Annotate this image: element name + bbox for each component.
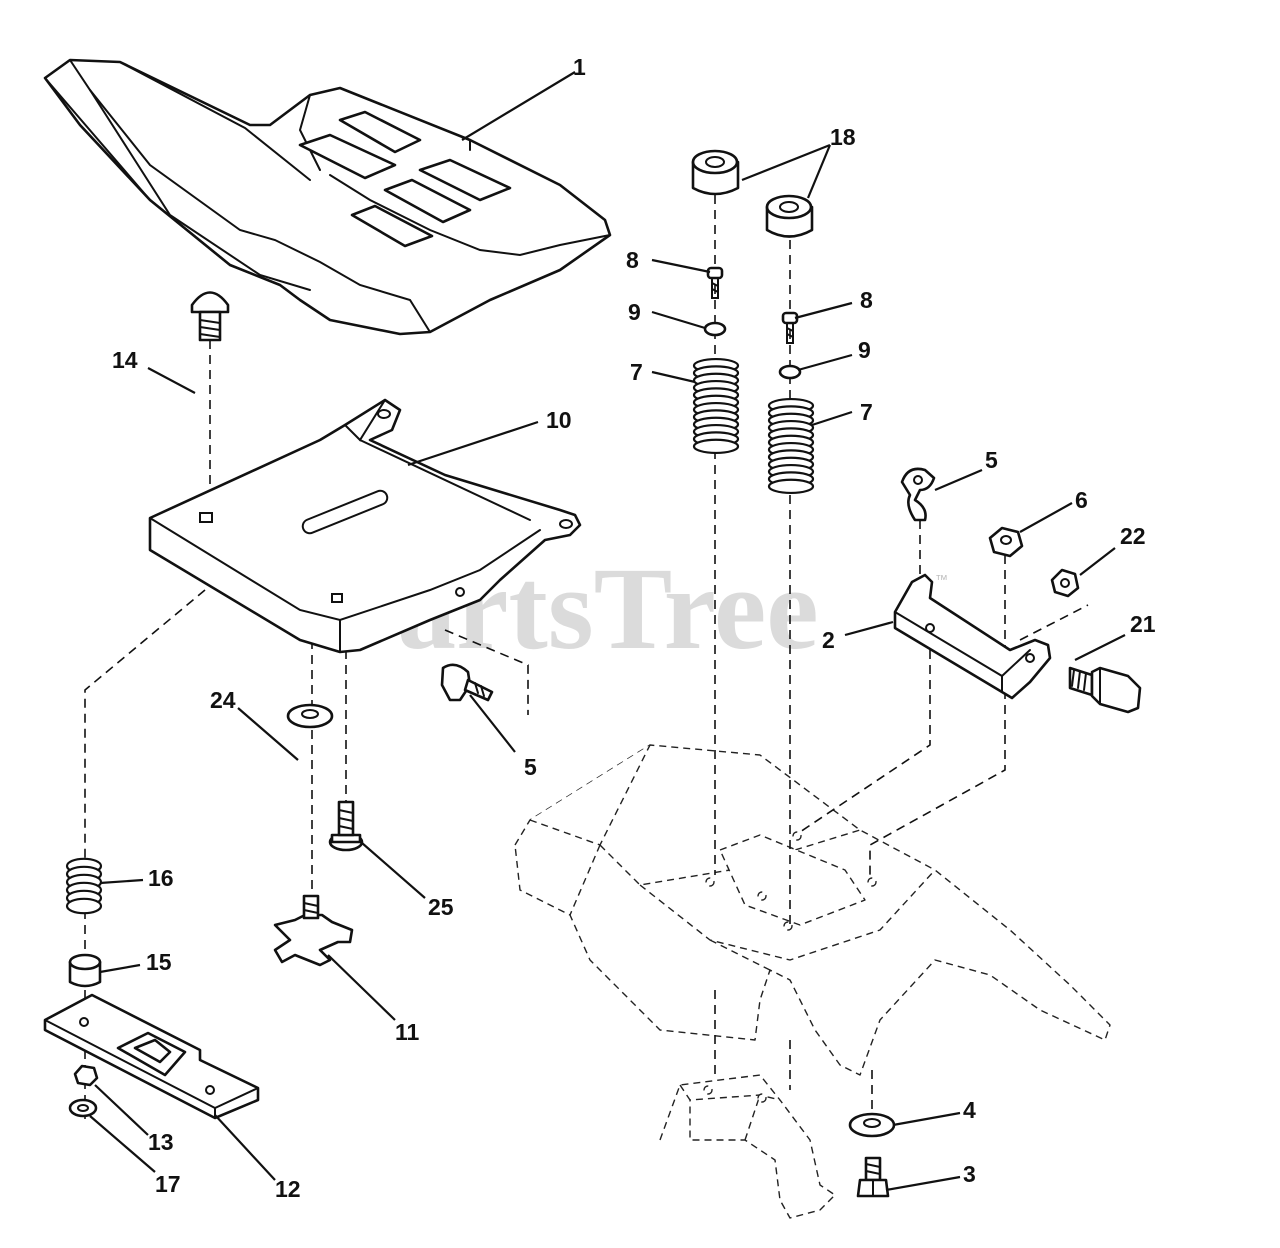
callout-16: 16 bbox=[148, 865, 174, 891]
bracket-icon bbox=[43, 993, 260, 1120]
screw-icon bbox=[706, 266, 724, 299]
bumper-icon bbox=[765, 194, 814, 238]
clip-icon bbox=[900, 467, 936, 522]
frame-hole bbox=[757, 891, 767, 901]
frame-hole bbox=[867, 877, 877, 887]
frame-hole bbox=[792, 831, 802, 841]
bumper-icon bbox=[691, 149, 740, 196]
seat-pad bbox=[350, 204, 434, 248]
callout-7: 7 bbox=[860, 399, 873, 425]
callout-5: 5 bbox=[985, 447, 998, 473]
spring-icon bbox=[65, 857, 103, 915]
callout-24: 24 bbox=[210, 687, 236, 713]
frame-hole bbox=[703, 1085, 713, 1095]
frame-lower bbox=[659, 1074, 836, 1219]
seat-pad bbox=[298, 133, 397, 180]
callout-1: 1 bbox=[573, 54, 586, 80]
washer-icon bbox=[778, 364, 802, 380]
callout-25: 25 bbox=[428, 894, 454, 920]
frame-hole bbox=[783, 921, 793, 931]
callout-12: 12 bbox=[275, 1176, 301, 1202]
callout-2: 2 bbox=[822, 627, 835, 653]
washer-icon bbox=[703, 321, 727, 337]
callout-9: 9 bbox=[858, 337, 871, 363]
callout-11: 11 bbox=[395, 1019, 420, 1045]
callout-17: 17 bbox=[155, 1171, 181, 1197]
frame-hole bbox=[705, 877, 715, 887]
bracket-icon bbox=[893, 573, 1052, 700]
callout-8: 8 bbox=[626, 247, 639, 273]
bolt-icon bbox=[1068, 666, 1142, 714]
frame-hole bbox=[757, 1093, 767, 1103]
bolt-icon bbox=[856, 1156, 890, 1198]
callout-8: 8 bbox=[860, 287, 873, 313]
seat-icon bbox=[43, 58, 612, 336]
callouts: 1 18 8 8 9 9 7 7 14 10 5 6 22 2 21 24 5 … bbox=[112, 54, 1156, 1202]
seat-pad bbox=[418, 158, 512, 202]
screw-icon bbox=[328, 800, 364, 852]
spring-icon bbox=[767, 397, 815, 495]
callout-15: 15 bbox=[146, 949, 172, 975]
nut-icon bbox=[988, 526, 1024, 558]
callout-6: 6 bbox=[1075, 487, 1088, 513]
clip-icon bbox=[440, 663, 494, 702]
spring-icon bbox=[692, 357, 740, 455]
washer-icon bbox=[286, 703, 334, 729]
spring-coil bbox=[692, 438, 740, 455]
washer-icon bbox=[848, 1112, 896, 1138]
callout-18: 18 bbox=[830, 124, 856, 150]
frame-phantom bbox=[514, 744, 1111, 1219]
callout-14: 14 bbox=[112, 347, 138, 373]
callout-7: 7 bbox=[630, 359, 643, 385]
fender-panel bbox=[719, 834, 866, 926]
nut-icon bbox=[73, 1064, 99, 1087]
callout-22: 22 bbox=[1120, 523, 1146, 549]
watermark-trademark: ™ bbox=[935, 572, 948, 587]
spring-coil bbox=[65, 897, 103, 915]
leader-lines bbox=[89, 71, 1126, 1192]
spring-coil bbox=[767, 478, 815, 495]
spacer-icon bbox=[68, 953, 102, 988]
callout-5: 5 bbox=[524, 754, 537, 780]
callout-10: 10 bbox=[546, 407, 572, 433]
callout-3: 3 bbox=[963, 1161, 976, 1187]
callout-21: 21 bbox=[1130, 611, 1156, 637]
nut-icon bbox=[1050, 568, 1080, 598]
callout-13: 13 bbox=[148, 1129, 174, 1155]
callout-4: 4 bbox=[963, 1097, 976, 1123]
seat-pan-icon bbox=[148, 398, 582, 654]
callout-9: 9 bbox=[628, 299, 641, 325]
carriage-bolt-icon bbox=[190, 291, 230, 342]
washer-icon bbox=[68, 1098, 98, 1118]
seat-pad bbox=[383, 178, 472, 224]
knob-icon bbox=[273, 894, 354, 967]
seat-pad bbox=[338, 110, 422, 154]
